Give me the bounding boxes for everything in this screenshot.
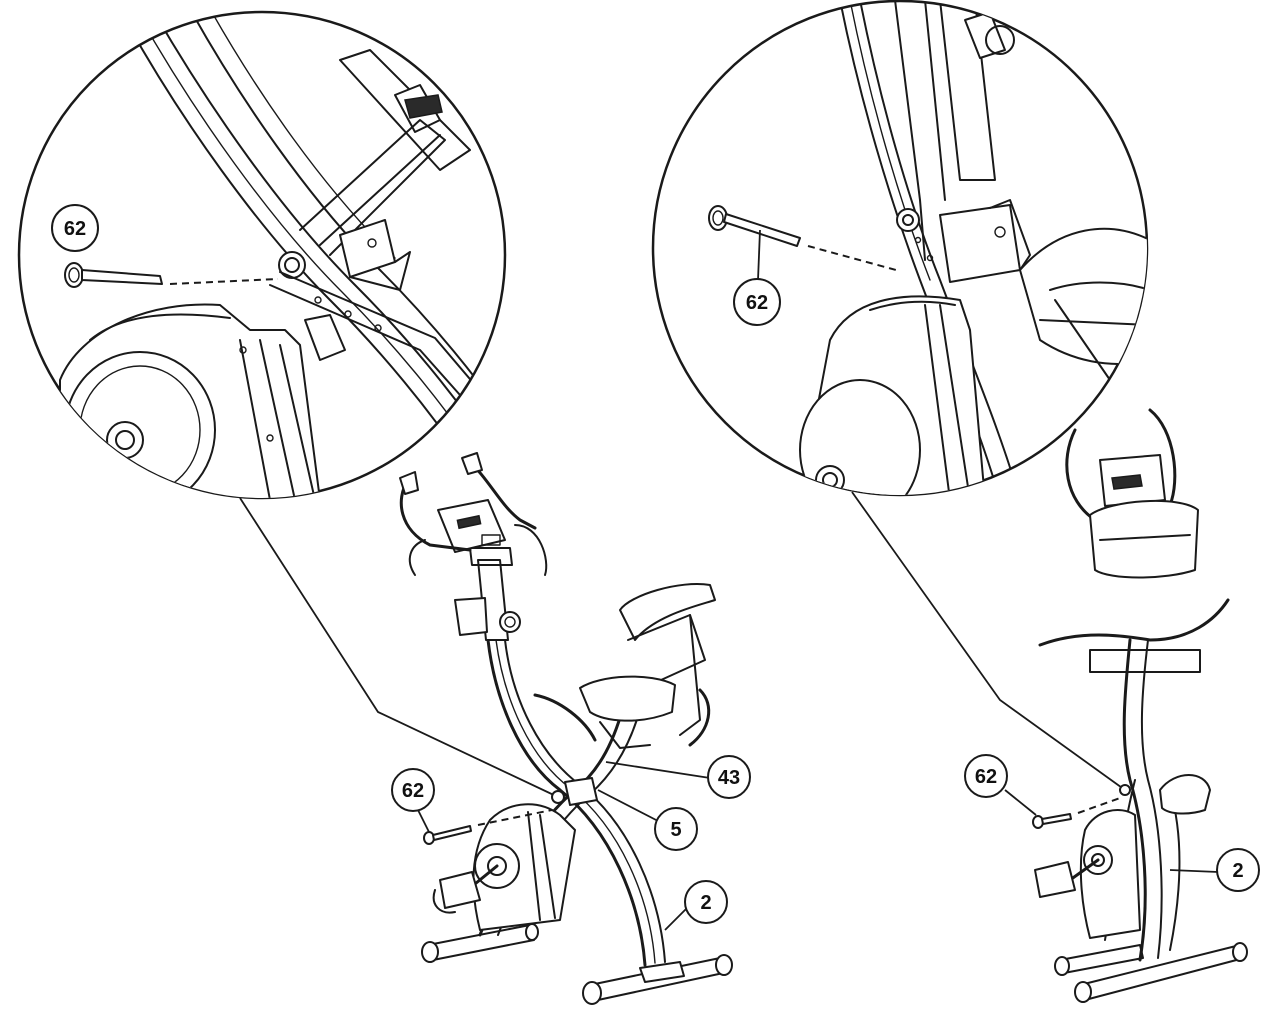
left-detail-zoom (17, 10, 507, 500)
right-detail-zoom (651, 0, 1149, 497)
right-detail-leader-line (851, 491, 1126, 791)
left-bike-unfolded (399, 452, 733, 1005)
right-bike-folded (1004, 408, 1248, 1003)
left-rear-stabilizer (582, 954, 733, 1005)
callout-left-2-label: 2 (700, 892, 711, 914)
callout-left-zoom-62-label: 62 (64, 218, 86, 240)
callout-right-zoom-62: 62 (733, 278, 781, 326)
callout-left-5: 5 (654, 807, 698, 851)
callout-right-zoom-62-label: 62 (746, 292, 768, 314)
left-pin-62 (417, 809, 553, 845)
callout-left-62: 62 (391, 768, 435, 812)
left-detail-leader-line (239, 497, 559, 798)
callout-right-2-label: 2 (1232, 860, 1243, 882)
right-zoom-pin-62 (708, 205, 897, 281)
right-pin-62 (1004, 789, 1121, 829)
callout-left-zoom-62: 62 (51, 204, 99, 252)
callout-left-43: 43 (707, 755, 751, 799)
callout-right-2: 2 (1216, 848, 1260, 892)
callout-right-62-label: 62 (975, 766, 997, 788)
callout-right-62: 62 (964, 754, 1008, 798)
left-front-stabilizer (421, 923, 539, 963)
callout-left-43-label: 43 (718, 767, 740, 789)
callout-left-62-label: 62 (402, 780, 424, 802)
left-zoom-pin-62 (64, 262, 279, 288)
callout-left-2: 2 (684, 880, 728, 924)
callout-left-5-label: 5 (670, 819, 681, 841)
